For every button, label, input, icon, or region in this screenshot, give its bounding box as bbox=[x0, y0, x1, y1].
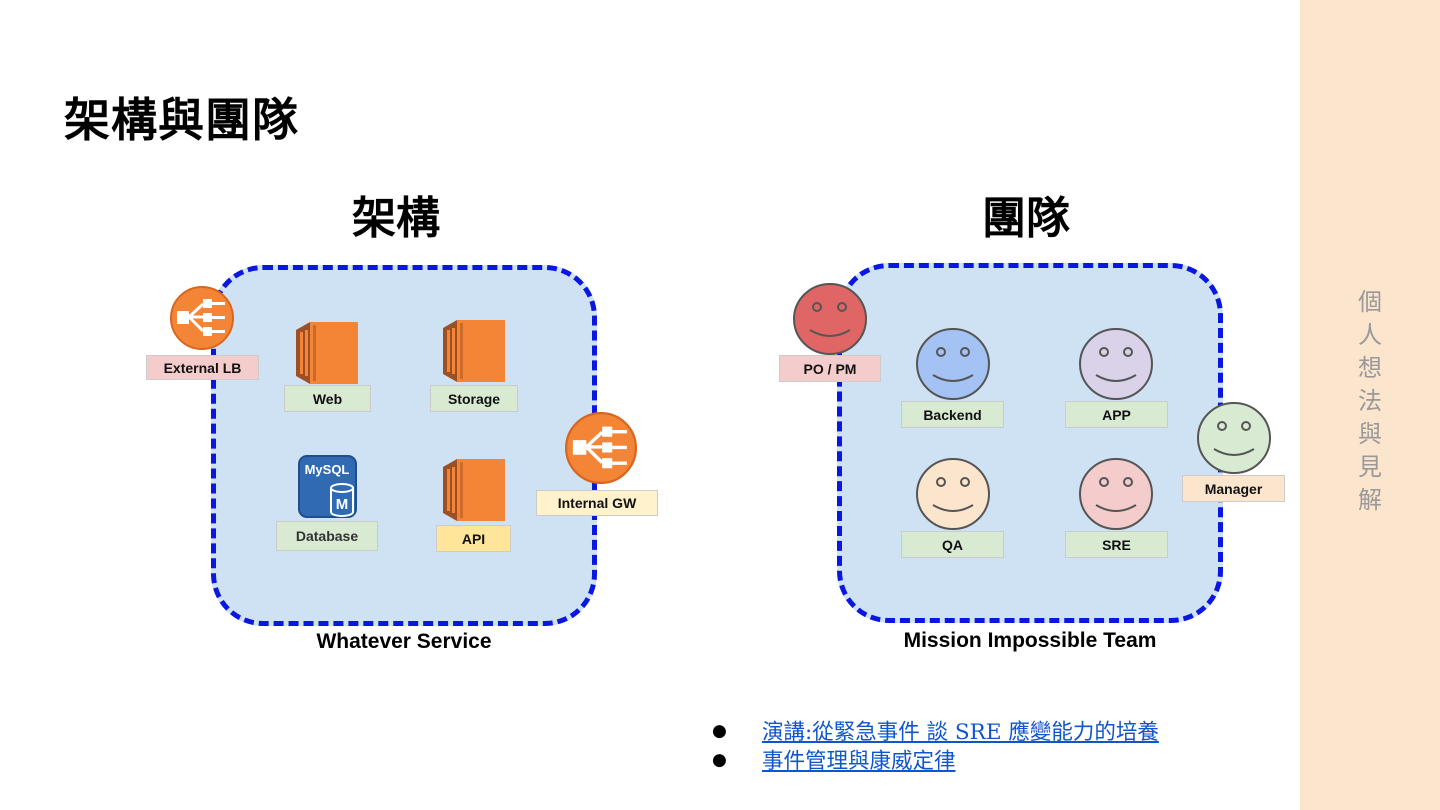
team-caption: Mission Impossible Team bbox=[903, 629, 1157, 652]
svg-text:M: M bbox=[336, 496, 349, 513]
smiley-face-icon bbox=[1079, 328, 1153, 400]
qa-label: QA bbox=[901, 531, 1004, 558]
smiley-face-icon bbox=[793, 283, 867, 355]
mysql-logo-text: MySQL bbox=[305, 462, 350, 477]
mysql-database-icon: MySQL M bbox=[298, 455, 357, 518]
sre-label: SRE bbox=[1065, 531, 1168, 558]
smiley-face-icon bbox=[1079, 458, 1153, 530]
external-lb-label: External LB bbox=[146, 355, 259, 380]
bullet-icon: ● bbox=[712, 750, 727, 770]
ec2-instance-icon bbox=[443, 320, 505, 382]
slide-title: 架構與團隊 bbox=[64, 93, 299, 147]
load-balancer-icon bbox=[170, 286, 234, 350]
app-label: APP bbox=[1065, 401, 1168, 428]
smiley-face-icon bbox=[916, 328, 990, 400]
storage-label: Storage bbox=[430, 385, 518, 412]
smiley-face-icon bbox=[916, 458, 990, 530]
architecture-caption: Whatever Service bbox=[316, 630, 492, 653]
reference-links-list: ● 演講:從緊急事件 談 SRE 應變能力的培養 ● 事件管理與康威定律 bbox=[712, 718, 1159, 776]
conway-law-link[interactable]: 事件管理與康威定律 bbox=[762, 749, 956, 774]
ec2-instance-icon bbox=[296, 322, 358, 384]
internal-gw-label: Internal GW bbox=[536, 490, 658, 516]
architecture-service-boundary bbox=[211, 265, 597, 626]
bullet-icon: ● bbox=[712, 721, 727, 741]
list-item: ● 事件管理與康威定律 bbox=[712, 747, 1159, 776]
database-label: Database bbox=[276, 521, 378, 551]
web-label: Web bbox=[284, 385, 371, 412]
team-boundary bbox=[837, 263, 1223, 623]
ec2-instance-icon bbox=[443, 459, 505, 521]
sre-talk-link[interactable]: 演講:從緊急事件 談 SRE 應變能力的培養 bbox=[762, 720, 1159, 745]
manager-label: Manager bbox=[1182, 475, 1285, 502]
list-item: ● 演講:從緊急事件 談 SRE 應變能力的培養 bbox=[712, 718, 1159, 747]
sidebar-vertical-text: 個人想法與見解 bbox=[1358, 288, 1382, 514]
smiley-face-icon bbox=[1197, 402, 1271, 474]
backend-label: Backend bbox=[901, 401, 1004, 428]
architecture-title: 架構 bbox=[352, 193, 440, 244]
api-label: API bbox=[436, 525, 511, 552]
notes-sidebar bbox=[1300, 0, 1440, 810]
team-title: 團隊 bbox=[982, 193, 1070, 244]
load-balancer-icon bbox=[565, 412, 637, 484]
po-pm-label: PO / PM bbox=[779, 355, 881, 382]
